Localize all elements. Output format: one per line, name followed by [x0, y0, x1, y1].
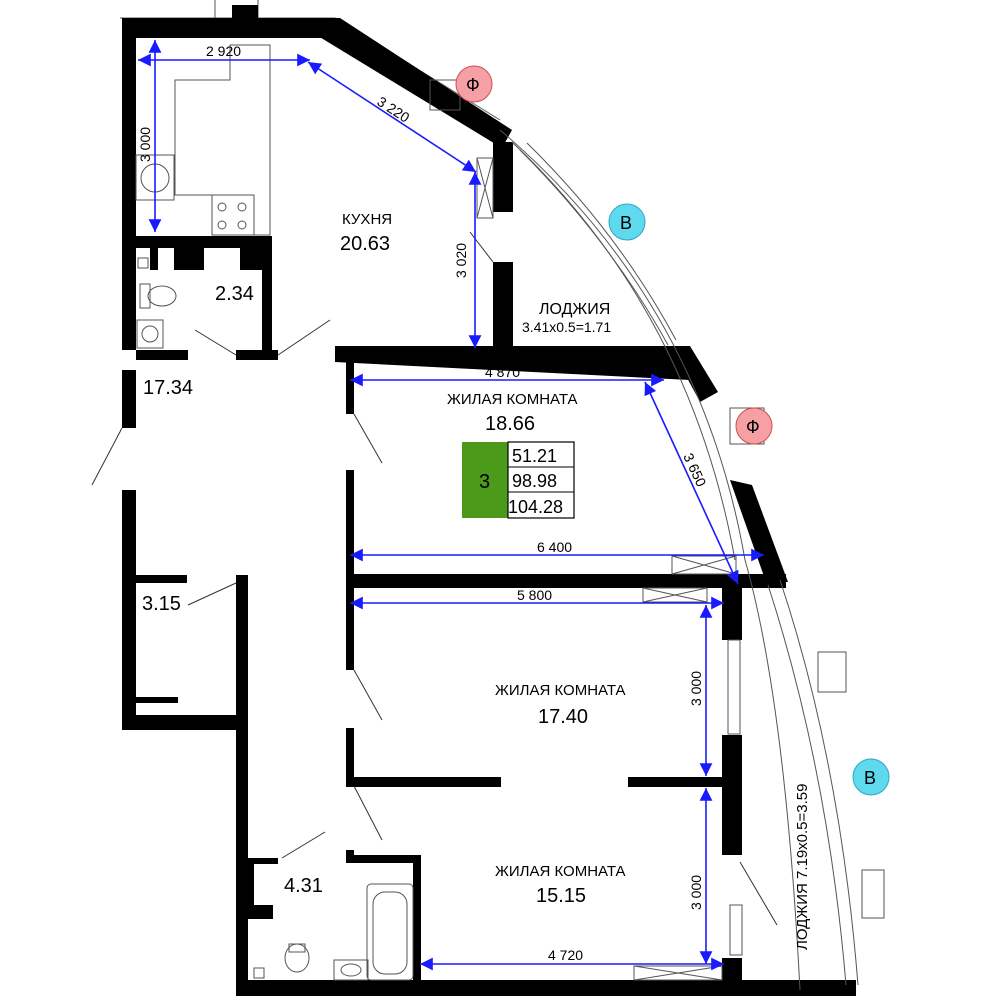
curved-facade [429, 79, 885, 991]
dim-2920: 2 920 [206, 43, 241, 59]
ventilation-marker-b2: В [852, 758, 890, 796]
living3-name: ЖИЛАЯ КОМНАТА [495, 863, 626, 880]
door-swings [91, 231, 778, 926]
facade-marker-f2: Ф [735, 407, 773, 445]
dimension-lines [138, 40, 764, 971]
svg-text:Ф: Ф [466, 75, 480, 95]
storage-area: 3.15 [142, 593, 181, 615]
bathroom-large-area: 4.31 [284, 875, 323, 897]
dim-3220: 3 220 [374, 93, 412, 126]
dim-3000-room2: 3 000 [688, 671, 704, 706]
facade-marker-f1: Ф [455, 65, 493, 103]
loggia2-label: ЛОДЖИЯ 7.19x0.5=3.59 [794, 784, 811, 950]
living3-area: 15.15 [536, 885, 586, 907]
loggia1-name: ЛОДЖИЯ [539, 301, 610, 318]
ventilation-marker-b1: В [608, 203, 646, 241]
dim-4720: 4 720 [548, 947, 583, 963]
loggia1-formula: 3.41x0.5=1.71 [522, 319, 611, 335]
kitchen-area: 20.63 [340, 233, 390, 255]
stove-icon [211, 194, 255, 236]
kitchen-name: КУХНЯ [342, 211, 392, 228]
rooms-count: 3 [479, 471, 490, 493]
living1-area: 18.66 [485, 413, 535, 435]
dim-3000-kitchen: 3 000 [137, 127, 153, 162]
total-area: 98.98 [512, 471, 557, 491]
area-summary: 3 51.21 98.98 104.28 [462, 441, 575, 519]
drain-icon [253, 967, 265, 979]
washbasin-icon [333, 959, 369, 981]
hall-area: 17.34 [143, 377, 193, 399]
living2-name: ЖИЛАЯ КОМНАТА [495, 682, 626, 699]
dim-6400: 6 400 [537, 539, 572, 555]
markers: Ф Ф В В [455, 65, 890, 796]
living1-name: ЖИЛАЯ КОМНАТА [447, 391, 578, 408]
room-labels: КУХНЯ 20.63 2.34 17.34 3.15 4.31 ЛОДЖИЯ … [142, 211, 811, 950]
living-area-total: 51.21 [512, 446, 557, 466]
bathroom-small-area: 2.34 [215, 283, 254, 305]
svg-text:В: В [864, 768, 876, 788]
toilet-icon [147, 285, 177, 307]
rooms-count-box [462, 442, 508, 518]
dim-4870: 4 870 [485, 364, 520, 380]
total-with-loggia: 104.28 [508, 497, 563, 517]
dim-5800: 5 800 [517, 587, 552, 603]
fixtures [135, 44, 414, 981]
living2-area: 17.40 [538, 706, 588, 728]
bathtub-icon [366, 883, 414, 981]
drain-icon [137, 257, 149, 269]
svg-text:Ф: Ф [746, 417, 760, 437]
dim-3020: 3 020 [453, 243, 469, 278]
svg-text:В: В [620, 213, 632, 233]
dimension-labels: 2 920 3 000 3 220 3 020 4 870 3 650 6 40… [137, 43, 710, 963]
dim-3000-room3: 3 000 [688, 875, 704, 910]
washbasin-icon [136, 319, 164, 349]
